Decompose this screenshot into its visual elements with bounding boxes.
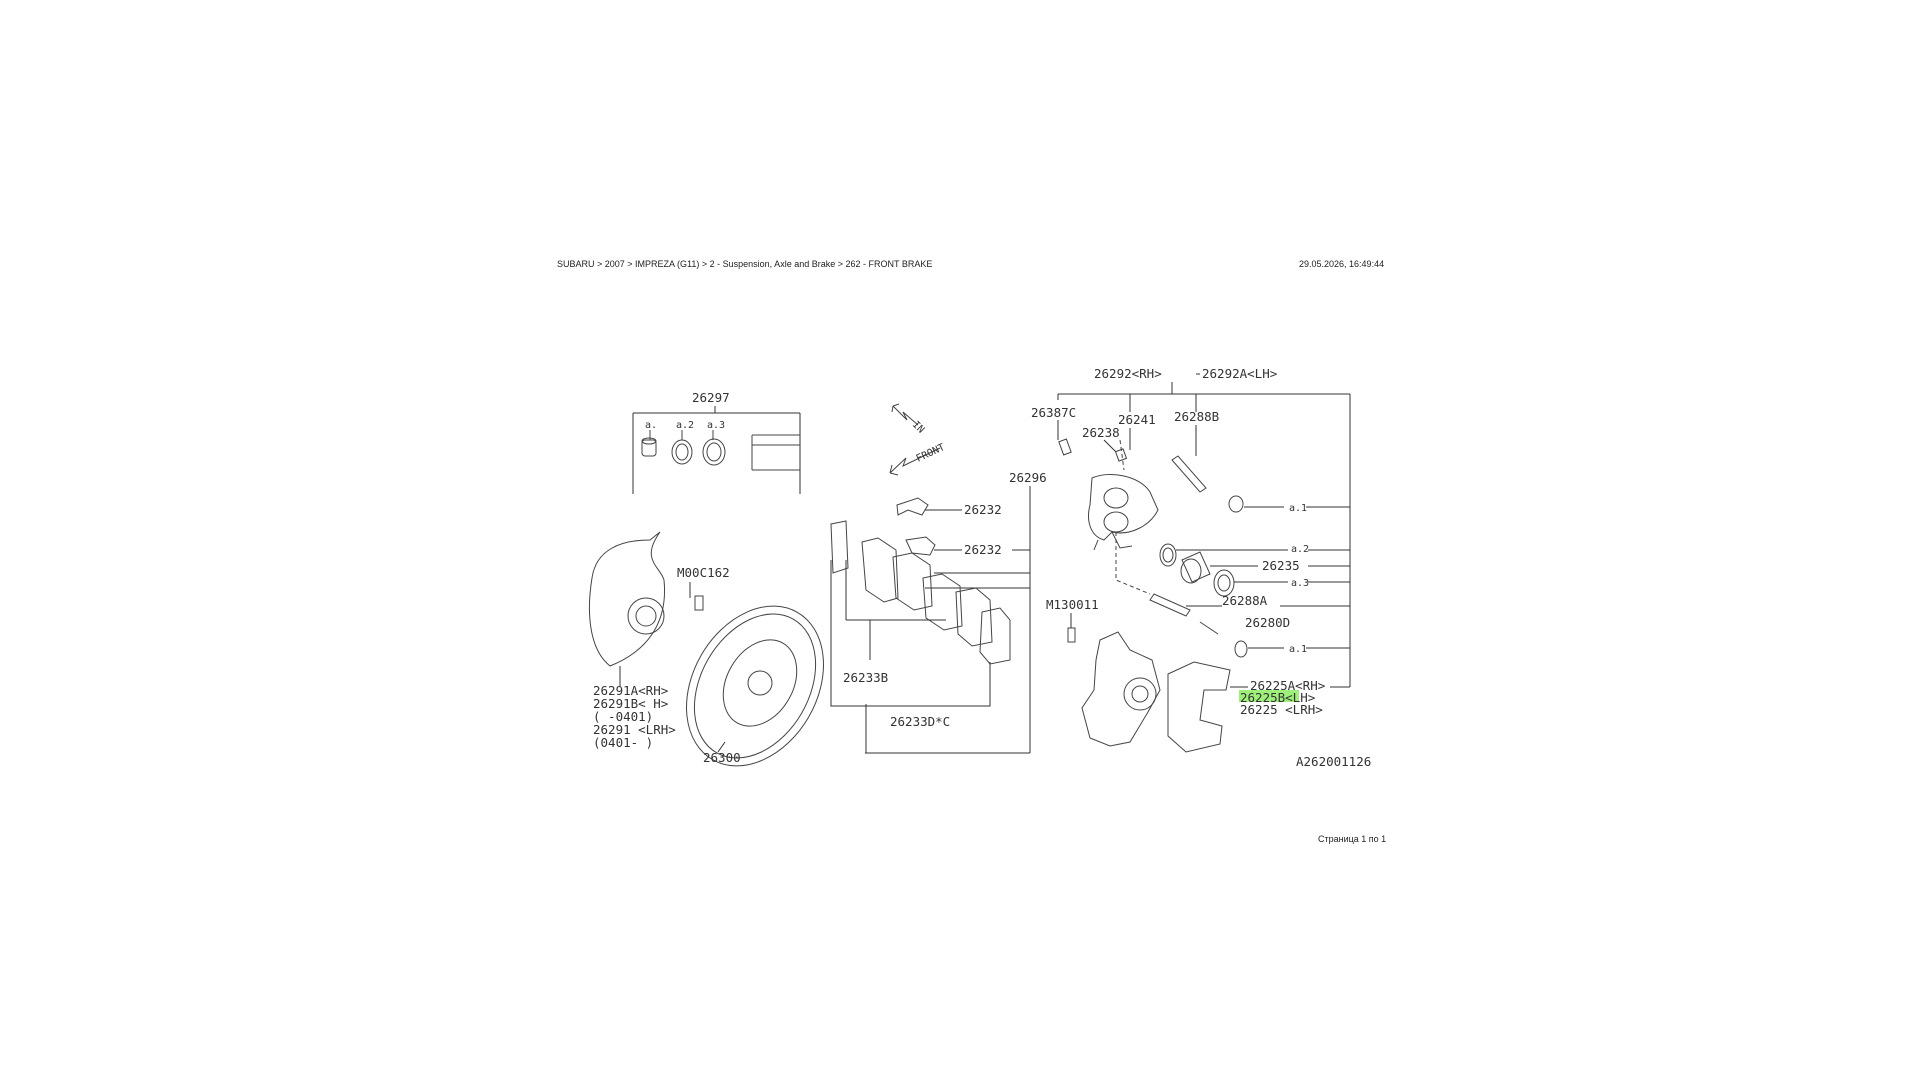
part-26233dc-label: 26233D*C [890,714,950,729]
part-26232-lower-label: 26232 [964,542,1002,557]
item-a1-upper-label: a.1 [1289,503,1307,514]
shim-lower-icon [905,536,936,556]
part-26233b-label: 26233B [843,670,888,685]
part-26291b-note: ( -0401) [593,709,653,724]
page-indicator: Страница 1 по 1 [1318,834,1387,844]
brake-rotor-icon [686,605,824,767]
item-a1-lower-label: a.1 [1289,644,1307,655]
part-26292-label: 26292<RH> [1094,366,1162,381]
dust-boot-icon [1213,569,1235,597]
brake-pad-inner-icon [830,520,933,611]
part-26241-label: 26241 [1118,412,1156,427]
shim-upper-icon [896,497,929,516]
part-26225-label: 26225 <LRH> [1240,702,1323,717]
kit-item-a3-label: a.3 [707,420,725,431]
part-26387c-label: 26387C [1031,405,1076,420]
steering-knuckle-icon [1081,631,1161,747]
direction-front-arrow-icon [889,447,941,476]
part-26225a-label: 26225A<RH> [1250,678,1325,693]
anti-squeal-plate-icon [979,607,1011,665]
guide-pin-lower-icon [1149,593,1219,635]
part-26291-note: (0401- ) [593,735,653,750]
guide-pin-upper-icon [1171,455,1207,493]
boot-icon [1228,495,1244,513]
dust-seal-icon [702,438,726,466]
part-26291a-label: 26291A<RH> [593,683,668,698]
direction-in-arrow-icon [891,403,919,426]
part-26288a-label: 26288A [1222,593,1268,608]
piston-seal-ring-icon [1159,543,1177,567]
part-26238-label: 26238 [1082,425,1120,440]
part-26225b-label: 26225B<LH> [1240,690,1315,705]
piston-icon [1180,551,1211,584]
shield-bolt-icon [694,595,704,611]
print-timestamp: 29.05.2026, 16:49:44 [1299,259,1385,269]
pin-boot-icon [1234,640,1248,658]
part-26300-label: 26300 [703,750,741,765]
part-26280d-label: 26280D [1245,615,1290,630]
part-26291b-label: 26291B< H> [593,696,668,711]
kit-item-a2-label: a.2 [676,420,694,431]
bleeder-cap-icon [1114,448,1128,462]
diagram-code-label: A262001126 [1296,754,1371,769]
brake-pad-outer-icon [922,573,993,647]
breadcrumb: SUBARU > 2007 > IMPREZA (G11) > 2 - Susp… [557,259,933,269]
direction-in-label: IN [910,419,926,435]
part-26292a-label: 26292A<LH> [1202,366,1277,381]
selected-part-highlight [1239,690,1299,702]
piston-section-icon [751,434,800,471]
boot-seal-icon [641,437,657,457]
caliper-support-bracket-icon [1167,661,1231,753]
part-m00c162-label: M00C162 [677,565,730,580]
part-26288b-label: 26288B [1174,409,1219,424]
part-26297-label: 26297 [692,390,730,405]
item-a2-label: a.2 [1291,544,1309,555]
kit-item-a-label: a. [645,420,657,431]
caliper-body-icon [1088,474,1159,551]
part-m130011-label: M130011 [1046,597,1099,612]
part-26232-upper-label: 26232 [964,502,1002,517]
piston-seal-icon [671,439,693,465]
part-26235-label: 26235 [1262,558,1300,573]
bleeder-screw-icon [1058,438,1072,456]
item-a3-label: a.3 [1291,578,1309,589]
knuckle-bolt-icon [1067,627,1076,643]
part-26296-label: 26296 [1009,470,1047,485]
part-26291-label: 26291 <LRH> [593,722,676,737]
direction-front-label: FRONT [915,442,947,465]
brake-disc-shield-icon [588,531,666,667]
